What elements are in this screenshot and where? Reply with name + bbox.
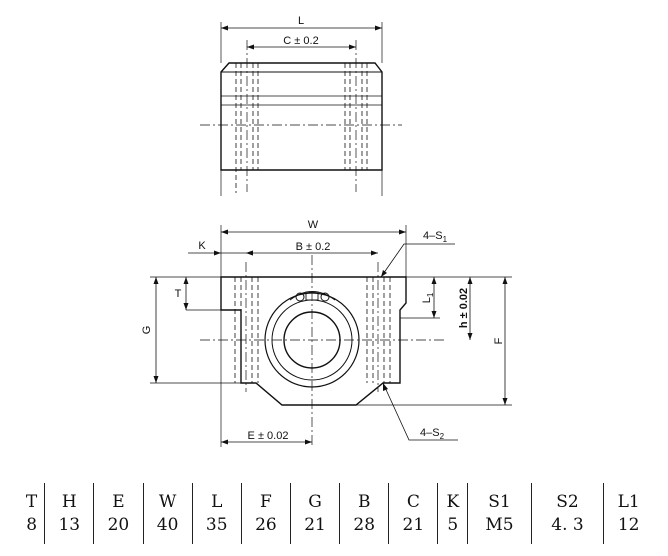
header-cell-E: E bbox=[93, 483, 144, 512]
label-L: L bbox=[298, 15, 304, 27]
front-view-hidden-holes bbox=[234, 277, 391, 383]
header-cell-F: F bbox=[240, 483, 291, 512]
header-cell-S1: S1 bbox=[467, 483, 532, 512]
header-cell-B: B bbox=[339, 483, 389, 512]
header-cell-W: W bbox=[142, 483, 193, 512]
value-cell-K: 5 bbox=[437, 512, 468, 544]
label-K: K bbox=[198, 240, 206, 252]
label-S1: 4–S1 bbox=[423, 230, 448, 244]
header-cell-T: T bbox=[25, 492, 38, 512]
header-cell-H: H bbox=[44, 483, 94, 512]
value-cell-G: 21 bbox=[289, 512, 340, 544]
header-cell-L: L bbox=[191, 483, 242, 512]
label-S2: 4–S2 bbox=[420, 427, 445, 441]
value-cell-T: 8 bbox=[26, 515, 38, 535]
leader-S2 bbox=[382, 382, 458, 441]
value-cell-E: 20 bbox=[93, 512, 144, 544]
value-cell-L1: 12 bbox=[603, 512, 653, 544]
value-cell-S1: M5 bbox=[467, 512, 532, 544]
value-cell-W: 40 bbox=[142, 512, 193, 544]
header-cell-L1: L1 bbox=[603, 483, 653, 512]
top-view bbox=[200, 22, 402, 196]
spec-table: T H E W L F G B C K S1 S2 L1 8 13 20 40 … bbox=[19, 483, 653, 544]
value-cell-L: 35 bbox=[191, 512, 242, 544]
leader-S1 bbox=[380, 243, 455, 278]
header-cell-G: G bbox=[289, 483, 340, 512]
label-F: F bbox=[493, 337, 505, 344]
value-cell-H: 13 bbox=[44, 512, 94, 544]
value-cell-C: 21 bbox=[388, 512, 438, 544]
label-L1: L1 bbox=[421, 292, 435, 303]
label-G: G bbox=[141, 326, 153, 335]
front-view-centerlines bbox=[200, 255, 445, 445]
label-W: W bbox=[308, 219, 319, 231]
value-cell-F: 26 bbox=[240, 512, 291, 544]
spec-table-header-row: T H E W L F G B C K S1 S2 L1 bbox=[19, 483, 653, 512]
spec-table-value-row: 8 13 20 40 35 26 21 28 21 5 M5 4. 3 12 bbox=[19, 512, 653, 544]
value-cell-S2: 4. 3 bbox=[530, 512, 604, 544]
label-E: E ± 0.02 bbox=[248, 430, 289, 442]
top-view-hidden-holes bbox=[235, 63, 368, 193]
label-B: B ± 0.2 bbox=[296, 241, 331, 253]
top-view-outline bbox=[220, 62, 383, 171]
label-C: C ± 0.2 bbox=[283, 35, 318, 47]
label-h: h ± 0.02 bbox=[458, 288, 470, 328]
front-view bbox=[150, 225, 512, 447]
top-view-centerlines bbox=[200, 40, 402, 192]
value-cell-B: 28 bbox=[339, 512, 389, 544]
header-cell-S2: S2 bbox=[530, 483, 604, 512]
header-cell-C: C bbox=[388, 483, 438, 512]
technical-drawing: L C ± 0.2 W B ± 0.2 K 4–S1 4–S2 T G L1 h… bbox=[141, 15, 512, 447]
header-cell-K: K bbox=[437, 483, 468, 512]
label-T: T bbox=[175, 288, 182, 300]
